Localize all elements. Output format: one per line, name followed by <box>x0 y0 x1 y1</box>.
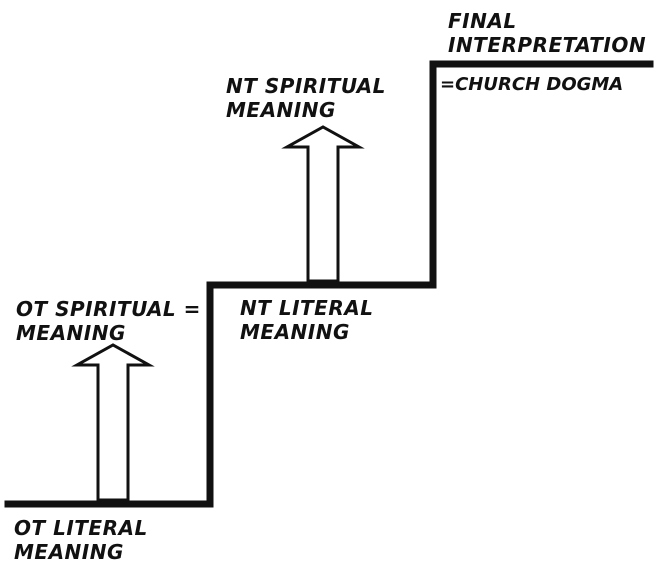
up-arrow-ot <box>71 343 155 502</box>
church-dogma-label: =CHURCH DOGMA <box>440 73 623 97</box>
ot-spiritual-line-2: MEANING <box>16 321 126 345</box>
nt-literal-meaning-label: NT LITERAL MEANING <box>240 296 373 344</box>
ot-spiritual-meaning-label: OT SPIRITUAL = MEANING <box>16 297 201 345</box>
final-line-2: INTERPRETATION <box>448 33 647 57</box>
nt-spiritual-line-1: NT SPIRITUAL <box>226 74 386 98</box>
nt-spiritual-meaning-label: NT SPIRITUAL MEANING <box>226 74 386 122</box>
nt-literal-line-2: MEANING <box>240 320 350 344</box>
ot-literal-meaning-label: OT LITERAL MEANING <box>14 516 148 564</box>
final-interpretation-label: FINAL INTERPRETATION <box>448 9 646 57</box>
ot-literal-line-1: OT LITERAL <box>14 516 148 540</box>
nt-literal-line-1: NT LITERAL <box>240 296 374 320</box>
staircase-line <box>4 60 654 508</box>
up-arrow-nt <box>281 125 365 283</box>
ot-spiritual-line-1: OT SPIRITUAL = <box>16 297 201 321</box>
nt-spiritual-line-2: MEANING <box>226 98 336 122</box>
church-dogma-text: =CHURCH DOGMA <box>440 74 624 95</box>
final-line-1: FINAL <box>448 9 517 33</box>
ot-literal-line-2: MEANING <box>14 540 124 564</box>
